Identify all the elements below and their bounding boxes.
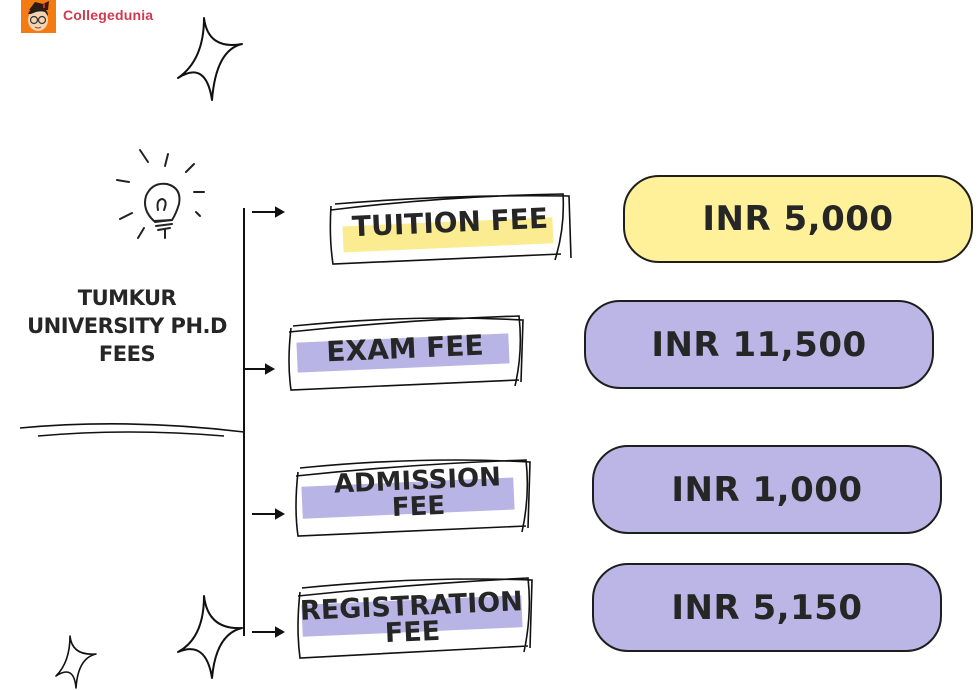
fee-amount-admission: INR 1,000 bbox=[592, 445, 942, 534]
page-title: TUMKUR UNIVERSITY PH.D FEES bbox=[8, 284, 246, 368]
label-frame bbox=[295, 459, 531, 537]
fee-amount-registration: INR 5,150 bbox=[592, 563, 942, 652]
sparkle-icon bbox=[55, 635, 97, 689]
title-line: FEES bbox=[98, 342, 156, 366]
amount-text: INR 5,000 bbox=[702, 199, 894, 239]
label-frame bbox=[329, 193, 572, 265]
fee-label-registration: REGISTRATION FEE bbox=[295, 586, 529, 651]
brand-name: Collegedunia bbox=[63, 7, 154, 23]
lightbulb-icon bbox=[116, 149, 205, 239]
label-frame bbox=[288, 315, 524, 391]
fee-amount-exam: INR 11,500 bbox=[584, 300, 934, 389]
amount-text: INR 5,150 bbox=[671, 587, 863, 628]
mascot-icon bbox=[21, 0, 56, 33]
label-frame bbox=[297, 577, 533, 659]
collegedunia-logo bbox=[21, 0, 56, 33]
title-line: TUMKUR bbox=[77, 286, 177, 310]
fee-amount-tuition: INR 5,000 bbox=[623, 175, 973, 263]
amount-text: INR 1,000 bbox=[671, 469, 863, 510]
sparkle-icon bbox=[177, 17, 243, 101]
fee-label-admission: ADMISSION FEE bbox=[317, 462, 519, 525]
title-underline bbox=[19, 423, 245, 437]
sparkle-icon bbox=[177, 595, 243, 679]
title-line: UNIVERSITY PH.D bbox=[27, 314, 227, 338]
amount-text: INR 11,500 bbox=[651, 324, 867, 365]
